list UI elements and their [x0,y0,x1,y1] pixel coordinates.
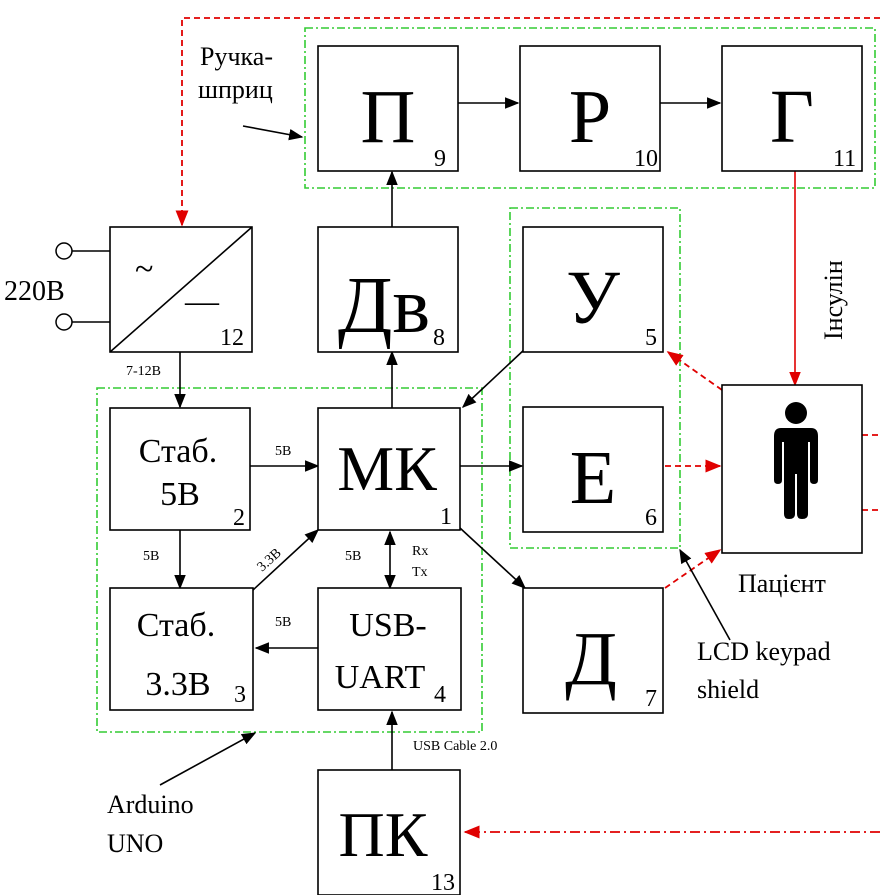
lcd-keypad-label-line1: LCD keypad [697,637,831,666]
block-pk-label: ПК [339,799,428,870]
stab5-stab33-voltage-label: 5В [143,549,159,564]
block-p-number: 9 [434,146,446,172]
block-pk-number: 13 [431,870,455,895]
block-dv-number: 8 [433,325,445,351]
insulin-label: Інсулін [819,260,848,340]
block-p: П 9 [317,45,459,172]
block-u: У 5 [522,226,664,353]
usb-cable-label: USB Cable 2.0 [413,739,497,754]
arduino-label-line2: UNO [107,829,163,858]
stab5-mk-voltage-label: 5В [275,444,291,459]
feedback-top-line [175,17,880,227]
mains-voltage-label: 220В [4,276,65,307]
block-g-number: 11 [833,146,856,172]
block-d-number: 7 [645,686,657,712]
arduino-label-line1: Arduino [107,790,194,819]
lcd-label-arrow [679,548,731,641]
usb-number: 4 [434,682,446,708]
mk-to-d-arrow [459,527,527,589]
v712-label: 7-12В [126,364,161,379]
pen-syringe-group [304,27,876,189]
pen-syringe-label-line2: шприц [198,75,273,104]
person-icon [774,402,818,519]
block-e: Е 6 [522,406,664,533]
block-stab33: Стаб. 3.3В 3 [109,587,254,711]
rx-label: Rx [412,544,428,559]
stab33-mk-voltage-label: 3.3В [255,546,285,575]
usb-line2: UART [335,659,426,696]
block-e-label: Е [570,436,616,520]
arduino-label-arrow [159,732,257,786]
block-pk: ПК 13 [317,769,461,895]
block-stab5: Стаб. 5В 2 [109,407,251,531]
patient-to-u-arrow [666,351,723,391]
stab5-number: 2 [233,505,245,531]
stab33-line1: Стаб. [137,607,215,644]
block-mk: МК 1 [317,407,461,531]
block-g: Г 11 [721,45,863,172]
pen-syringe-label-line1: Ручка- [200,42,273,71]
mains-terminal-bottom [55,313,73,331]
tx-label: Tx [412,565,428,580]
stab33-to-mk-arrow [252,529,320,591]
stab5-line2: 5В [160,476,200,513]
block-d-label: Д [565,617,617,701]
block-mk-label: МК [337,433,437,504]
usb-stab33-voltage-label: 5В [275,615,291,630]
usb-line1: USB- [349,607,426,644]
block-mk-number: 1 [440,504,452,530]
u-to-mk-arrow [461,347,527,408]
patient-label: Пацієнт [738,569,826,598]
mk-usb-voltage-label: 5В [345,549,361,564]
pen-label-arrow [242,125,304,141]
dc-symbol: — [184,283,220,320]
block-p-label: П [361,75,416,159]
mains-terminal-top [55,242,73,260]
power-supply-block: ~ — 12 [109,226,253,353]
block-r-number: 10 [634,146,658,172]
patient-block [721,384,863,554]
lcd-keypad-label-line2: shield [697,675,759,704]
lcd-keypad-group [509,207,681,549]
arduino-uno-group [96,387,483,733]
stab33-number: 3 [234,682,246,708]
stab5-line1: Стаб. [139,433,217,470]
block-usb-uart: USB- UART 4 [317,587,462,711]
block-g-label: Г [770,75,814,159]
block-u-label: У [566,256,620,340]
block-r: Р 10 [519,45,661,172]
block-u-number: 5 [645,325,657,351]
block-dv: Дв 8 [317,226,459,353]
psu-number: 12 [220,325,244,351]
block-r-label: Р [569,75,611,159]
ac-symbol: ~ [135,251,153,288]
block-d: Д 7 [522,587,664,714]
stab33-line2: 3.3В [145,666,210,703]
block-dv-label: Дв [338,262,430,350]
d-to-patient-arrow [664,549,722,589]
block-e-number: 6 [645,505,657,531]
